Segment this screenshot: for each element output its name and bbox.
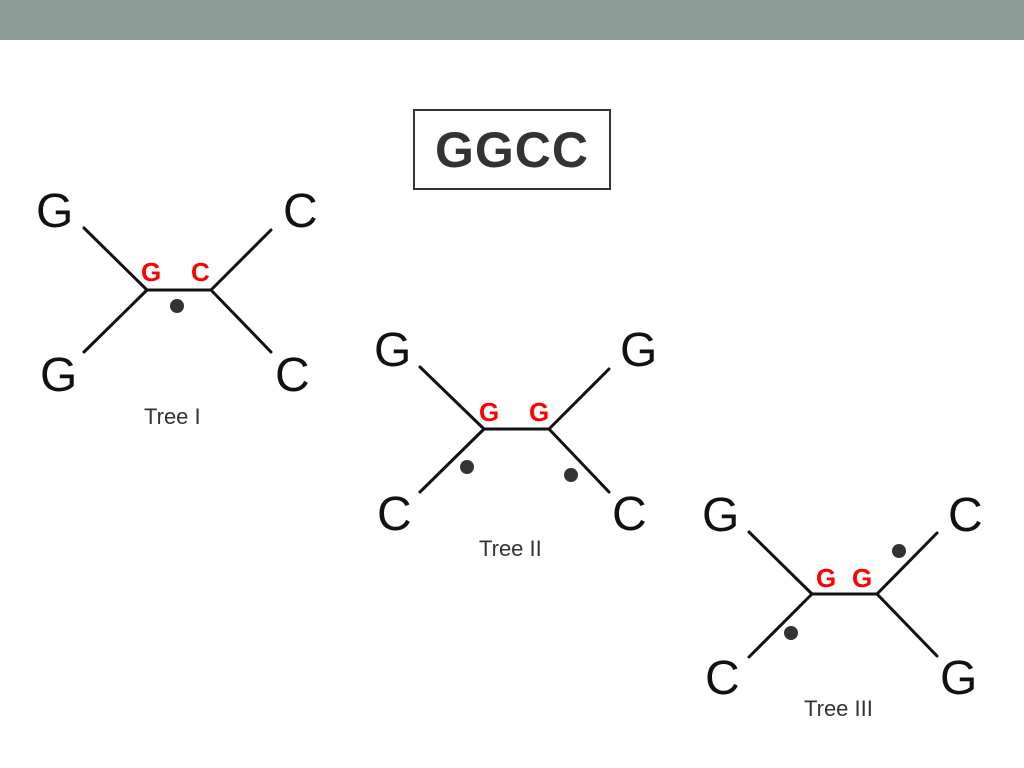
tree-2-edge-bottom-right: [547, 427, 611, 494]
tree-3-leaf-top-left: G: [702, 489, 739, 542]
tree-2-edge-bottom-left: [418, 427, 486, 494]
tree-3-change-mark-top-right: [892, 544, 906, 558]
tree-2: G G C C G G Tree II: [374, 324, 657, 561]
tree-1-leaf-top-right: C: [283, 185, 318, 238]
tree-3-internal-right: G: [852, 563, 872, 593]
tree-2-caption: Tree II: [479, 536, 542, 561]
tree-3-leaf-bottom-left: C: [705, 652, 740, 705]
tree-2-leaf-top-right: G: [620, 324, 657, 377]
tree-1-edge-bottom-right: [209, 288, 273, 354]
tree-1-leaf-bottom-right: C: [275, 349, 310, 402]
tree-1-leaf-bottom-left: G: [40, 349, 77, 402]
tree-2-edge-top-left: [418, 365, 486, 431]
tree-2-internal-left: G: [479, 397, 499, 427]
tree-2-leaf-bottom-left: C: [377, 488, 412, 541]
top-banner: [0, 0, 1024, 40]
tree-3-edge-top-left: [747, 530, 814, 596]
tree-3: G C C G G G Tree III: [702, 489, 983, 721]
tree-1-internal-right: C: [191, 257, 210, 287]
tree-3-edge-top-right: [875, 531, 939, 596]
tree-1-caption: Tree I: [144, 404, 201, 429]
tree-2-change-mark-right: [564, 468, 578, 482]
tree-2-leaf-top-left: G: [374, 324, 411, 377]
tree-3-caption: Tree III: [804, 696, 873, 721]
tree-3-leaf-bottom-right: G: [940, 652, 977, 705]
tree-2-edge-top-right: [547, 367, 611, 431]
tree-3-change-mark-bottom-left: [784, 626, 798, 640]
tree-3-internal-left: G: [816, 563, 836, 593]
tree-2-change-mark-left: [460, 460, 474, 474]
tree-2-leaf-bottom-right: C: [612, 488, 647, 541]
tree-1-leaf-top-left: G: [36, 185, 73, 238]
tree-1-internal-left: G: [141, 257, 161, 287]
tree-3-edge-bottom-right: [875, 592, 939, 658]
sequence-title: GGCC: [413, 109, 611, 190]
tree-3-leaf-top-right: C: [948, 489, 983, 542]
tree-1-change-mark: [170, 299, 184, 313]
tree-2-internal-right: G: [529, 397, 549, 427]
tree-1-edge-top-left: [82, 226, 149, 292]
tree-3-edge-bottom-left: [747, 592, 814, 659]
tree-1: G C G C G C Tree I: [36, 185, 318, 429]
tree-1-edge-top-right: [209, 228, 273, 292]
tree-1-edge-bottom-left: [82, 288, 149, 354]
